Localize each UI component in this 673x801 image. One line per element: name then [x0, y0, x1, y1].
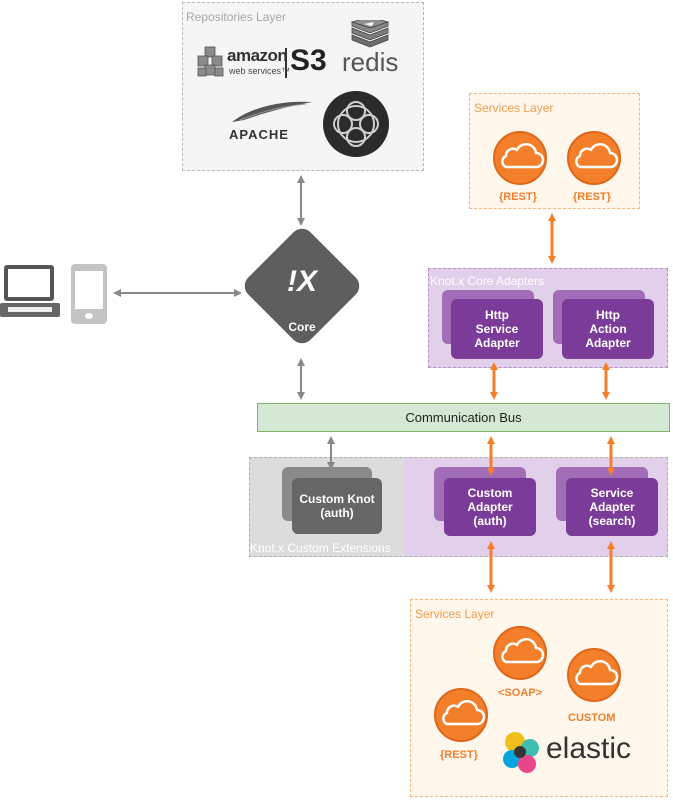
- aws-divider: [285, 48, 287, 78]
- repository-round-logo: [323, 91, 389, 157]
- s3-text: S3: [290, 44, 327, 77]
- custom-extensions-label: Knot.x Custom Extensions: [250, 541, 391, 555]
- repositories-layer-label: Repositories Layer: [186, 10, 287, 24]
- aws-cubes-icon: [197, 46, 224, 77]
- service-label: {REST}: [573, 191, 611, 203]
- redis-logo: redis: [340, 20, 404, 80]
- web-services-text: web services™: [229, 66, 291, 76]
- service-label: {REST}: [499, 191, 537, 203]
- http-service-adapter: Http Service Adapter: [451, 299, 543, 359]
- communication-bus-label: Communication Bus: [405, 410, 522, 425]
- services-layer-bottom-label: Services Layer: [415, 607, 495, 621]
- custom-knot-auth: Custom Knot (auth): [292, 478, 382, 534]
- mobile-icon: [71, 264, 107, 324]
- apache-logo: APACHE: [226, 96, 316, 146]
- service-adapter-search: Service Adapter (search): [566, 478, 658, 536]
- rest-label: {REST}: [440, 749, 478, 761]
- knotx-logo: !X: [287, 265, 317, 298]
- laptop-icon: [0, 265, 62, 323]
- soap-label: <SOAP>: [498, 687, 543, 699]
- aws-logo: amazon web services™ S3: [196, 44, 331, 84]
- core-label: Core: [288, 320, 316, 334]
- elastic-logo: elastic: [500, 728, 632, 776]
- communication-bus: Communication Bus: [257, 403, 670, 432]
- custom-label: CUSTOM: [568, 712, 616, 724]
- knot-ring-icon: [333, 101, 379, 147]
- services-layer-top-label: Services Layer: [474, 101, 554, 115]
- apache-text: APACHE: [229, 127, 289, 142]
- redis-stack-icon: [350, 20, 390, 48]
- amazon-text: amazon: [227, 46, 288, 65]
- custom-adapter-auth: Custom Adapter (auth): [444, 478, 536, 536]
- core-adapters-label: Knot.x Core Adapters: [430, 274, 545, 288]
- elastic-icon: [503, 732, 539, 773]
- http-action-adapter: Http Action Adapter: [562, 299, 654, 359]
- redis-text: redis: [342, 47, 399, 77]
- apache-feather-icon: [232, 101, 312, 122]
- elastic-text: elastic: [546, 732, 632, 765]
